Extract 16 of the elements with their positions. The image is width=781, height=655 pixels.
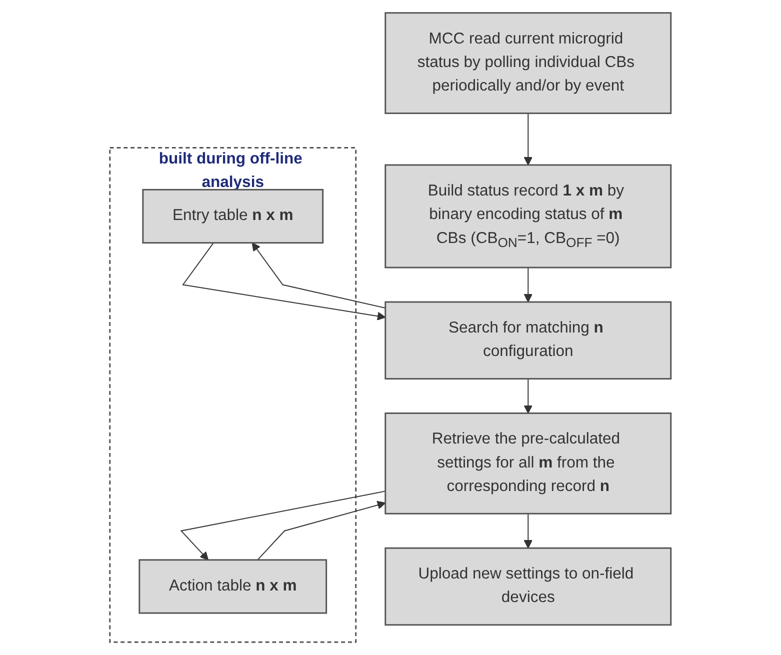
node-box — [384, 412, 672, 514]
arrow — [524, 513, 533, 548]
arrow — [524, 378, 533, 414]
arrow — [180, 490, 386, 560]
node-box — [142, 188, 324, 244]
arrow — [257, 500, 386, 560]
node-box — [384, 547, 672, 626]
node-box — [384, 164, 672, 268]
cluster — [109, 147, 357, 643]
node-box — [384, 301, 672, 380]
arrow — [252, 242, 386, 309]
arrow — [524, 112, 533, 166]
node-box — [384, 12, 672, 114]
node-box — [138, 559, 328, 614]
arrow — [182, 242, 386, 320]
arrow — [524, 267, 533, 302]
